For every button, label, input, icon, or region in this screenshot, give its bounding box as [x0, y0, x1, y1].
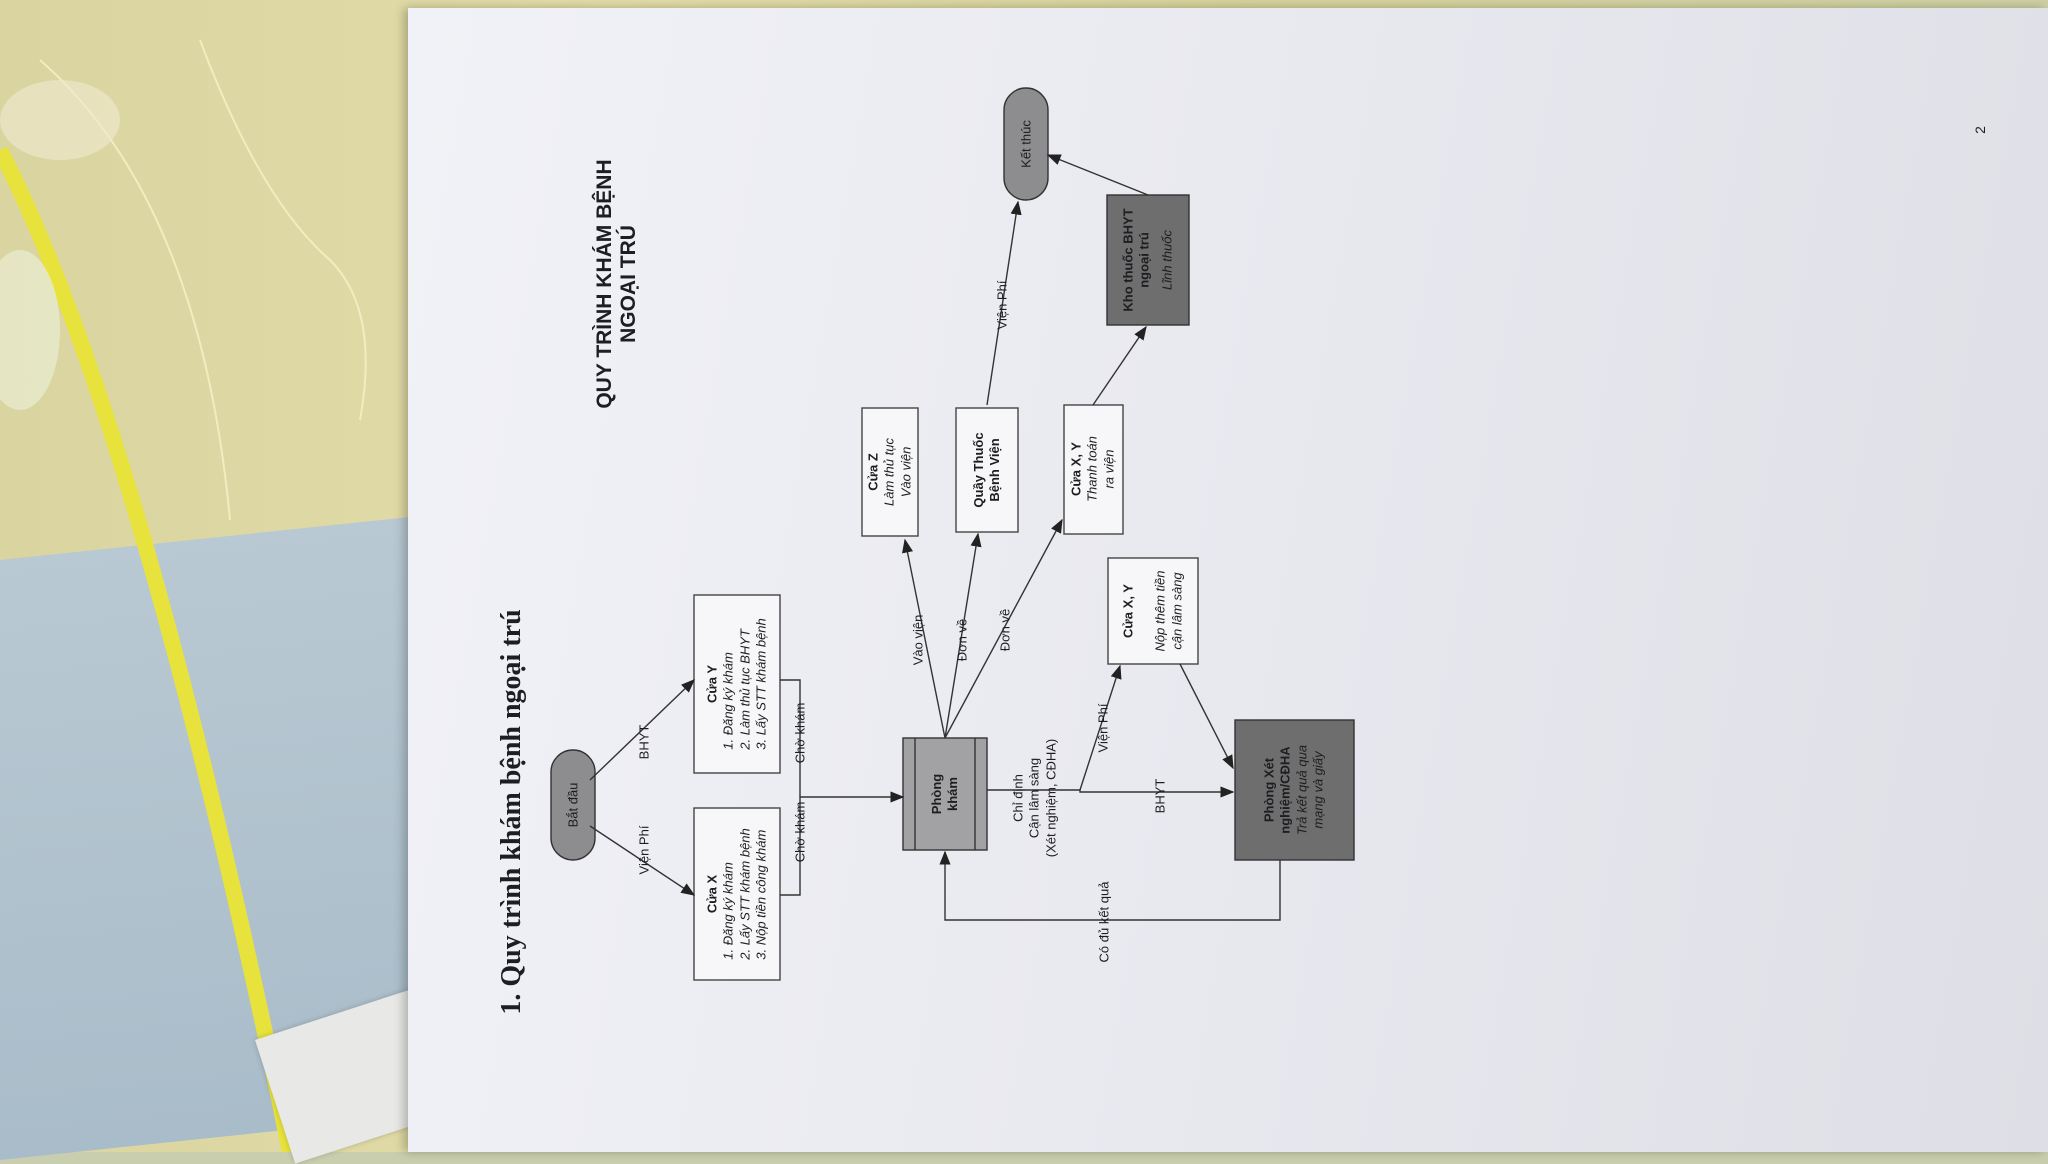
cua-z-label: Cửa Z Làm thủ tục Vào viện	[866, 438, 915, 506]
edge-label-don-ve-1: Đơn về	[954, 618, 970, 662]
cua-x-box	[693, 807, 781, 981]
phong-xn-line3: Trả kết quả qua	[1294, 744, 1309, 836]
edge-label-vao-vien: Vào viện	[910, 614, 926, 666]
quay-thuoc-box	[955, 407, 1019, 533]
cua-xy-rv-line2: ra viện	[1101, 449, 1117, 489]
end-node-label: Kết thúc	[1018, 120, 1034, 168]
cua-x-line1: 1. Đăng ký khám	[720, 862, 736, 960]
end-node	[1003, 87, 1049, 201]
quay-thuoc-line2: Bệnh Viện	[987, 438, 1002, 502]
cua-x-title: Cửa X	[704, 874, 720, 914]
edge-label-cho-kham-2: Chờ khám	[792, 702, 808, 764]
edge-label-bhyt-1: BHYT	[636, 724, 652, 760]
edge-label-vien-phi-1: Viện Phí	[636, 825, 652, 875]
cua-x-line3: 3. Nộp tiền công khám	[753, 829, 769, 960]
document-title: QUY TRÌNH KHÁM BỆNH NGOẠI TRÚ	[593, 159, 641, 408]
edge-label-bhyt-2: BHYT	[1152, 778, 1168, 814]
cua-y-label: Cửa Y 1. Đăng ký khám 2. Làm thủ tục BHY…	[705, 618, 770, 750]
edge-label-cho-kham-1: Chờ khám	[792, 801, 808, 863]
phong-xn-line4: mạng và giấy	[1310, 751, 1326, 829]
phong-xn-label: Phòng Xét nghiệm/CĐHA Trả kết quả qua mạ…	[1262, 745, 1327, 835]
document-title-line1: QUY TRÌNH KHÁM BỆNH	[592, 159, 616, 409]
cua-xy-rv-title: Cửa X, Y	[1068, 442, 1084, 496]
chi-dinh-line2: Cận lâm sàng	[1026, 757, 1042, 839]
cua-xy-rv-box	[1063, 404, 1124, 535]
cua-z-line2: Vào viện	[898, 446, 914, 498]
quay-thuoc-line1: Quầy Thuốc	[970, 432, 986, 508]
phong-xn-line1: Phòng Xét	[1261, 757, 1277, 823]
cua-z-line1: Làm thủ tục	[881, 438, 897, 506]
cua-xy-cls-title: Cửa X, Y	[1120, 584, 1136, 638]
phong-kham-line2: khám	[945, 777, 960, 811]
edge-label-vien-phi-3: Viện Phí	[994, 280, 1010, 330]
kho-thuoc-line2: ngoại trú	[1136, 232, 1152, 288]
cua-xy-rv-line1: Thanh toán	[1084, 436, 1100, 502]
paper-sheet	[408, 8, 2048, 1152]
edge-label-vien-phi-2: Viện Phí	[1095, 703, 1111, 753]
kho-thuoc-line1: Kho thuốc BHYT	[1120, 208, 1136, 312]
cua-y-line1: 1. Đăng ký khám	[720, 652, 736, 750]
phong-xn-line2: nghiệm/CĐHA	[1277, 746, 1293, 834]
chi-dinh-line1: Chỉ định	[1010, 774, 1026, 822]
document-title-line2: NGOẠI TRÚ	[617, 225, 640, 343]
edge-label-chi-dinh: Chỉ định Cận lâm sàng (Xét nghiệm, CĐHA)	[1011, 739, 1060, 857]
cua-xy-cls-line1: Nộp thêm tiền	[1152, 570, 1168, 652]
cua-xy-cls-label: Cửa X, Y Nộp thêm tiền cận lâm sàng	[1121, 571, 1186, 652]
start-node-label: Bắt đầu	[565, 782, 581, 828]
cua-y-line2: 2. Làm thủ tục BHYT	[737, 629, 752, 750]
kho-thuoc-box	[1106, 194, 1190, 326]
phong-kham-box	[902, 737, 988, 851]
cua-xy-rv-label: Cửa X, Y Thanh toán ra viện	[1069, 436, 1118, 502]
phong-kham-label: Phòng khám	[929, 774, 962, 814]
cua-y-title: Cửa Y	[704, 664, 720, 704]
cua-x-label: Cửa X 1. Đăng ký khám 2. Lấy STT khám bệ…	[705, 828, 770, 960]
phong-kham-line1: Phòng	[928, 773, 944, 815]
cua-y-line3: 3. Lấy STT khám bệnh	[753, 618, 769, 750]
chi-dinh-line3: (Xét nghiệm, CĐHA)	[1043, 738, 1059, 858]
cua-z-title: Cửa Z	[865, 453, 881, 491]
phong-xn-box	[1234, 719, 1355, 861]
edge-label-don-ve-2: Đơn về	[997, 608, 1013, 652]
cua-z-box	[861, 407, 919, 537]
kho-thuoc-line3: Lĩnh thuốc	[1159, 230, 1175, 291]
start-node	[550, 749, 596, 861]
section-heading: 1. Quy trình khám bệnh ngoại trú	[496, 609, 527, 1015]
page-number: 2	[1972, 126, 1988, 134]
cua-xy-cls-line2: cận lâm sàng	[1169, 572, 1185, 650]
cua-xy-cls-box	[1107, 557, 1199, 665]
edge-label-co-du-ket-qua: Có đủ kết quả	[1096, 881, 1112, 963]
cua-x-line2: 2. Lấy STT khám bệnh	[737, 828, 752, 960]
kho-thuoc-label: Kho thuốc BHYT ngoại trú Lĩnh thuốc	[1121, 208, 1176, 311]
quay-thuoc-label: Quầy Thuốc Bệnh Viện	[971, 432, 1004, 507]
cua-y-box	[693, 594, 781, 774]
